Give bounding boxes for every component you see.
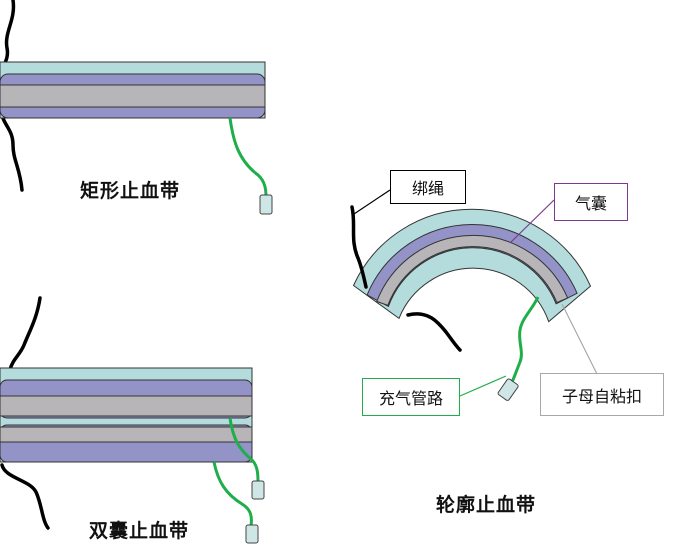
contour-tourniquet-caption: 轮廓止血带 (436, 494, 537, 516)
rect-tourniquet-caption: 矩形止血带 (80, 180, 181, 202)
contour-inflation-tube (510, 296, 540, 383)
double-valve-1 (251, 480, 265, 500)
hook-loop-callout: 子母自粘扣 (540, 373, 664, 416)
contour-bladder-core (376, 234, 569, 307)
double-strap-left (0, 296, 50, 530)
contour-tourniquet (350, 189, 599, 401)
contour-valve (497, 378, 519, 401)
double-inflation-tube-2 (212, 461, 253, 527)
rect-valve (259, 194, 273, 215)
double-valve-2 (245, 524, 259, 544)
hook-leader-line (561, 303, 599, 377)
bladder-callout: 气囊 (554, 183, 628, 221)
rect-tourniquet (0, 0, 273, 215)
strap-callout: 绑绳 (390, 170, 466, 204)
bladder-leader-line (509, 199, 555, 244)
strap-leader-line (353, 189, 391, 215)
rect-inflation-tube (228, 117, 268, 198)
double-bladder-2-core (0, 426, 253, 443)
double-bladder-tourniquet (0, 296, 265, 544)
inflation-tube-callout: 充气管路 (362, 378, 460, 416)
tube-leader-line (459, 375, 507, 397)
double-bladder-tourniquet-caption: 双囊止血带 (89, 520, 190, 542)
contour-strap-left (350, 205, 368, 289)
double-inflation-tube-1 (228, 417, 260, 484)
double-bladder-1-core (0, 395, 253, 417)
contour-strap-bottom (406, 312, 462, 352)
contour-bladder (366, 224, 578, 308)
contour-outer-sleeve (352, 208, 592, 323)
rect-bladder-core (0, 84, 266, 108)
